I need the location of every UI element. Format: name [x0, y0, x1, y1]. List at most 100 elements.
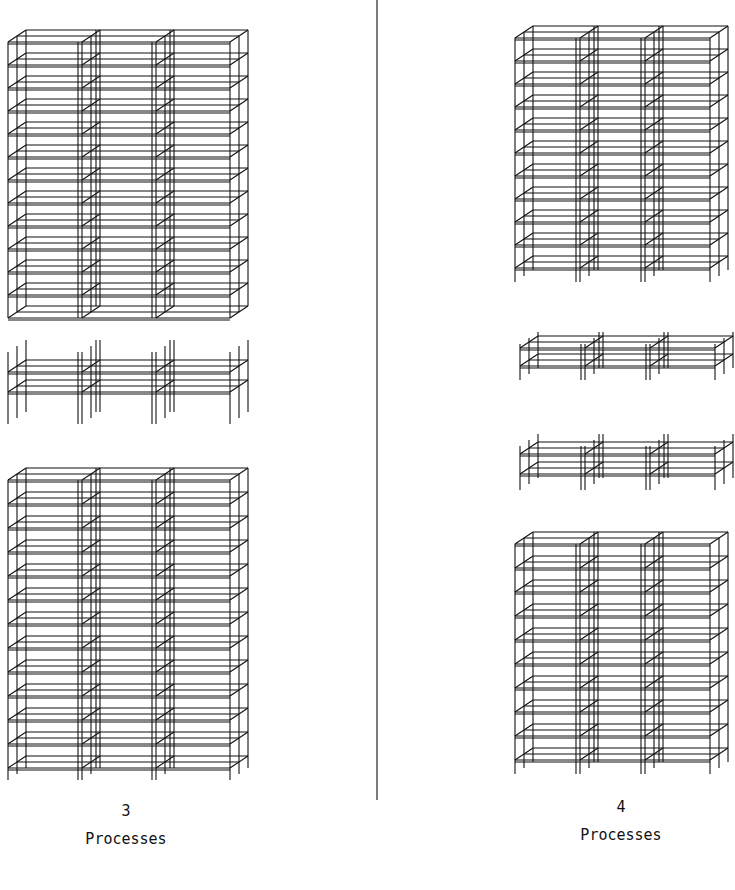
floor-line [520, 349, 715, 350]
column-line [580, 446, 581, 490]
floor-line [515, 131, 710, 132]
floor-line [17, 641, 239, 642]
floor-line [8, 479, 230, 480]
column-line [662, 26, 663, 270]
column-line [164, 36, 165, 312]
floor-line [8, 481, 230, 482]
floor-line [515, 223, 710, 224]
column-line [16, 346, 17, 418]
floor-line [8, 719, 230, 720]
floor-line [26, 167, 248, 168]
floor-line [533, 555, 728, 556]
floor-line [520, 473, 715, 474]
floor-line [8, 273, 230, 274]
floor-line [8, 294, 230, 295]
column-line [519, 446, 520, 490]
floor-line [8, 319, 230, 320]
floor-line [8, 64, 230, 65]
floor-line [8, 248, 230, 249]
column-line [597, 532, 598, 762]
column-line [151, 480, 152, 780]
floor-line [524, 657, 719, 658]
column-line [667, 434, 668, 478]
floor-line [8, 577, 230, 578]
floor-line [17, 196, 239, 197]
floor-line [17, 365, 239, 366]
floor-line [17, 265, 239, 266]
floor-line [8, 41, 230, 42]
frame-block [515, 532, 728, 774]
column-line [77, 352, 78, 424]
floor-line [26, 121, 248, 122]
column-line [229, 42, 230, 318]
floor-line [8, 179, 230, 180]
column-line [169, 340, 170, 412]
floor-line [515, 639, 710, 640]
floor-line [524, 100, 719, 101]
floor-line [515, 663, 710, 664]
floor-line [524, 123, 719, 124]
column-line [597, 26, 598, 270]
floor-line [17, 173, 239, 174]
floor-line [515, 593, 710, 594]
floor-line [524, 537, 719, 538]
floor-line [17, 127, 239, 128]
floor-line [8, 373, 230, 374]
floor-line [515, 687, 710, 688]
floor-line [26, 467, 248, 468]
floor-line [533, 255, 728, 256]
floor-line [8, 296, 230, 297]
column-line [155, 480, 156, 780]
floor-line [533, 232, 728, 233]
column-line [247, 468, 248, 768]
floor-line [515, 106, 710, 107]
floor-line [26, 359, 248, 360]
column-line [25, 30, 26, 306]
column-line [732, 332, 733, 368]
floor-line [515, 567, 710, 568]
floor-line [8, 202, 230, 203]
floor-line [26, 731, 248, 732]
column-line [173, 30, 174, 306]
floor-line [17, 497, 239, 498]
floor-line [524, 729, 719, 730]
floor-line [8, 227, 230, 228]
floor-line [17, 593, 239, 594]
floor-line [26, 611, 248, 612]
floor-line [524, 215, 719, 216]
floor-line [17, 385, 239, 386]
column-line [658, 440, 659, 484]
floor-line [8, 158, 230, 159]
column-line [644, 544, 645, 774]
floor-line [515, 617, 710, 618]
floor-line [524, 681, 719, 682]
frame-block [520, 434, 733, 490]
floor-line [8, 66, 230, 67]
floor-line [515, 62, 710, 63]
column-line [584, 446, 585, 490]
floor-line [8, 527, 230, 528]
floor-line [515, 152, 710, 153]
floor-line [8, 156, 230, 157]
column-line [164, 474, 165, 774]
floor-line [515, 129, 710, 130]
column-line [640, 38, 641, 282]
column-line [649, 344, 650, 380]
floor-line [515, 761, 710, 762]
column-line [709, 544, 710, 774]
floor-line [515, 737, 710, 738]
floor-line [533, 140, 728, 141]
column-line [523, 538, 524, 768]
floor-line [515, 665, 710, 666]
floor-line [8, 601, 230, 602]
floor-line [538, 441, 733, 442]
floor-line [538, 461, 733, 462]
column-line [532, 26, 533, 270]
floor-line [533, 675, 728, 676]
column-line [588, 32, 589, 276]
column-line [99, 468, 100, 768]
floor-line [8, 697, 230, 698]
floor-line [17, 104, 239, 105]
column-line [81, 352, 82, 424]
floor-line [26, 587, 248, 588]
